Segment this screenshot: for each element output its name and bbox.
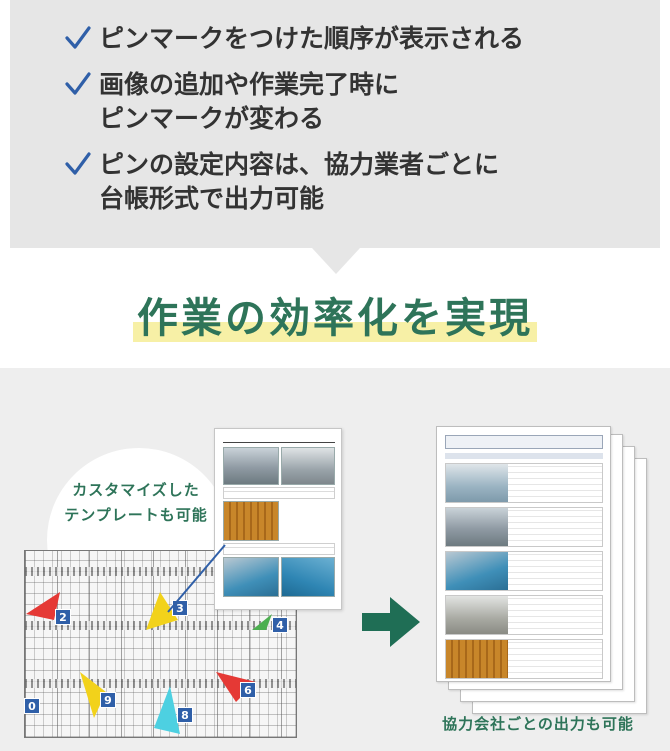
pin-marker-yellow[interactable] [78,670,108,720]
report-row [445,463,603,503]
report-row [445,595,603,635]
report-photo [446,464,508,502]
feature-list: ピンマークをつけた順序が表示される 画像の追加や作業完了時に ピンマークが変わる… [64,22,634,228]
memo-area [223,543,335,555]
pin-marker-red[interactable] [214,668,258,704]
site-photo [223,501,279,541]
headline-wrap: 作業の効率化を実現 [0,292,670,344]
pin-marker-green[interactable] [250,612,274,632]
plan-wall [25,567,296,576]
site-photo [223,557,279,597]
pin-number-badge: 3 [172,600,188,616]
feature-text: 画像の追加や作業完了時に [99,70,400,99]
site-photo [223,447,279,485]
site-photo [281,447,335,485]
pin-number-badge: 9 [100,692,116,708]
memo-area [223,487,335,499]
pin-number-badge: 6 [240,682,256,698]
headline-text: 作業の効率化を実現 [137,294,533,342]
feature-item: 画像の追加や作業完了時に ピンマークが変わる [64,68,634,136]
pin-number-badge: 0 [24,698,40,714]
template-note-line: テンプレートも可能 [64,506,208,524]
feature-item: ピンの設定内容は、協力業者ごとに 台帳形式で出力可能 [64,148,634,216]
template-note: カスタマイズした テンプレートも可能 [36,478,236,528]
arrow-right-icon [362,597,420,647]
check-icon [65,152,91,175]
pin-number-badge: 8 [177,707,193,723]
template-document [214,428,342,610]
feature-bubble [10,0,660,248]
feature-text: ピンマークをつけた順序が表示される [99,24,525,53]
template-header [223,435,335,443]
check-icon [65,26,91,49]
report-photo [446,552,508,590]
report-photo [446,640,508,678]
pin-marker-red[interactable] [24,590,74,630]
check-icon [65,72,91,95]
report-photo [446,596,508,634]
pin-number-badge: 2 [55,609,71,625]
pin-number-badge: 4 [272,617,288,633]
pin-marker-yellow[interactable] [140,590,184,632]
plan-wall [25,621,296,630]
bubble-tail [312,248,360,274]
plan-wall [25,679,296,688]
report-page-front [436,426,611,682]
feature-item: ピンマークをつけた順序が表示される [64,22,634,56]
report-subheader [445,453,603,459]
pin-marker-cyan[interactable] [152,684,182,738]
feature-text: 台帳形式で出力可能 [99,184,325,213]
feature-text: ピンの設定内容は、協力業者ごとに [99,150,500,179]
output-caption: 協力会社ごとの出力も可能 [442,715,634,733]
template-note-line: カスタマイズした [72,481,200,499]
report-row [445,507,603,547]
report-photo [446,508,508,546]
site-photo [281,557,335,597]
report-header [445,435,603,449]
report-row [445,639,603,679]
report-row [445,551,603,591]
headline: 作業の効率化を実現 [133,292,537,344]
feature-text: ピンマークが変わる [99,104,325,133]
